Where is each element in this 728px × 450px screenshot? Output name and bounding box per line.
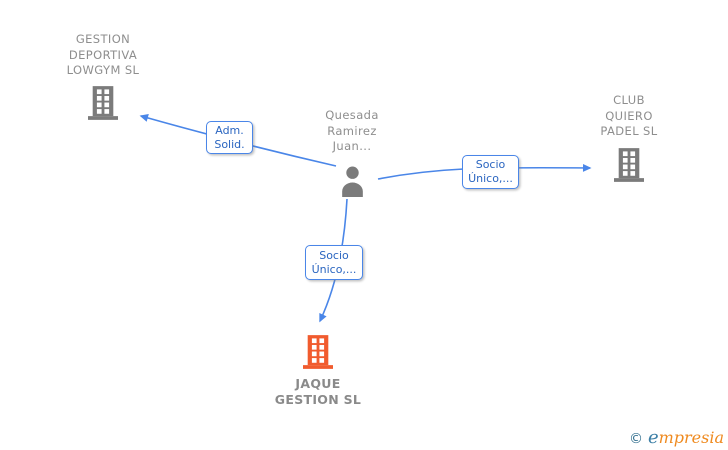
company-name-line: QUIERO [605, 108, 653, 123]
edge-label-adm-solid[interactable]: Adm. Solid. [206, 121, 253, 154]
node-company-gestion-deportiva-lowgym[interactable]: GESTION DEPORTIVA LOWGYM SL [23, 32, 183, 121]
building-icon [88, 85, 118, 121]
person-name-line: Juan... [332, 139, 372, 153]
company-name-line: DEPORTIVA [68, 47, 138, 62]
brand-wordmark: empresia [647, 427, 724, 448]
person-name-line: Quesada [325, 108, 379, 122]
person-icon [340, 166, 365, 197]
brand-rest: mpresia [658, 428, 724, 447]
company-name-line: LOWGYM SL [66, 63, 140, 77]
company-name-line: JAQUE [295, 376, 341, 391]
building-icon [303, 334, 333, 370]
edge-label-line: Solid. [214, 137, 245, 151]
building-icon [614, 147, 644, 183]
brand-initial: e [647, 427, 659, 448]
company-name-line: PADEL SL [600, 124, 658, 138]
copyright-icon: © [628, 431, 643, 447]
company-name-line: CLUB [613, 93, 645, 107]
edge-label-socio-unico-bottom[interactable]: Socio Único,... [305, 245, 363, 280]
edge-label-line: Socio [475, 158, 506, 171]
edge-label-line: Socio [319, 248, 349, 262]
edge-label-line: Único,... [311, 262, 357, 276]
person-name-line: Ramirez [327, 123, 377, 138]
node-person-quesada-ramirez-juan[interactable]: Quesada Ramirez Juan... [272, 108, 432, 197]
node-company-jaque-gestion[interactable]: JAQUE GESTION SL [238, 334, 398, 407]
company-name-line: GESTION SL [274, 391, 362, 407]
edge-label-line: Único,... [468, 172, 513, 185]
edge-label-line: Adm. [215, 123, 244, 137]
edge-label-socio-unico-right[interactable]: Socio Único,... [462, 155, 519, 189]
node-company-club-quiero-padel[interactable]: CLUB QUIERO PADEL SL [549, 93, 709, 183]
empresia-logo[interactable]: © empresia [628, 427, 724, 448]
company-name-line: GESTION [75, 32, 131, 46]
